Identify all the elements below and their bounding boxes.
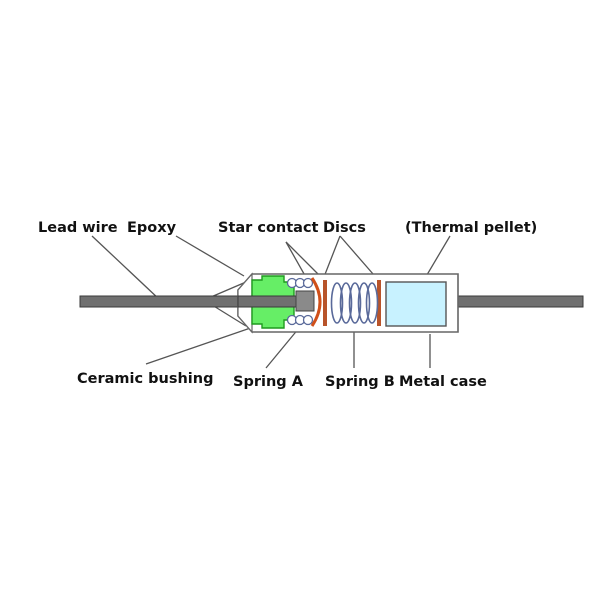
label-thermal-pellet: (Thermal pellet) bbox=[405, 220, 537, 236]
label-lead-wire: Lead wire bbox=[38, 220, 118, 236]
leader-star-contact-2 bbox=[285, 241, 321, 277]
thermal-pellet bbox=[385, 281, 447, 327]
label-star-contact: Star contact bbox=[218, 220, 319, 236]
label-epoxy: Epoxy bbox=[127, 220, 177, 236]
spring-a-coil bbox=[302, 314, 314, 326]
label-discs: Discs bbox=[323, 220, 366, 236]
leader-epoxy-1 bbox=[175, 235, 245, 277]
spring-b-coil bbox=[339, 282, 353, 324]
spring-b bbox=[330, 282, 379, 324]
lead-wire-right bbox=[455, 295, 584, 308]
spring-a bbox=[286, 277, 314, 326]
label-spring-a: Spring A bbox=[233, 374, 304, 390]
disc-right bbox=[377, 280, 381, 326]
label-ceramic-bushing: Ceramic bushing bbox=[77, 371, 213, 387]
label-metal-case: Metal case bbox=[399, 374, 487, 390]
star-contact-head bbox=[295, 290, 315, 312]
spring-b-coil bbox=[348, 282, 362, 324]
spring-b-coil bbox=[365, 282, 379, 324]
spring-a-coil bbox=[302, 277, 314, 289]
disc-left bbox=[323, 280, 327, 326]
label-spring-b: Spring B bbox=[325, 374, 395, 390]
spring-b-coil bbox=[330, 282, 344, 324]
leader-lead-wire bbox=[91, 235, 161, 301]
leader-ceramic-bushing bbox=[145, 323, 263, 365]
spring-b-coil bbox=[357, 282, 371, 324]
star-contact-arc bbox=[310, 277, 322, 327]
lead-wire-inner bbox=[237, 295, 297, 308]
